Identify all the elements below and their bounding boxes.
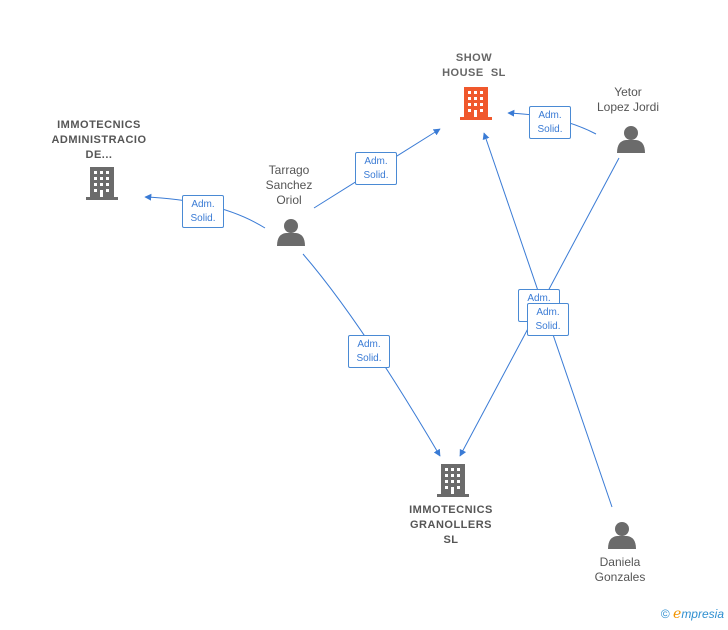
edge-label-line: Adm. [357,339,381,350]
node-label-line: ADMINISTRACIO [51,134,147,146]
edge-label-line: Adm. [536,307,560,318]
person-icon[interactable] [617,126,645,153]
node-label-immotecnics-granollers[interactable]: IMMOTECNICS GRANOLLERS SL [398,503,504,548]
node-label-line: Lopez Jordi [596,100,660,114]
node-label-tarrago[interactable]: Tarrago Sanchez Oriol [249,163,329,208]
node-label-line: Gonzales [594,570,646,584]
brand-footer[interactable]: © empresia [661,606,724,622]
copyright-icon: © [660,607,670,621]
person-icon[interactable] [277,219,305,246]
node-label-line: HOUSE SL [442,67,506,79]
brand-logo-letter: e [673,606,682,622]
building-icon[interactable] [86,167,118,200]
edge-label-line: Solid. [363,170,389,181]
node-label-line: Daniela [599,555,641,569]
edge-label-daniela-show-house[interactable]: Adm. Solid. [527,303,569,336]
node-label-yetor[interactable]: Yetor Lopez Jordi [583,85,673,115]
brand-logo-text: mpresia [681,607,724,621]
node-label-line: DE... [85,149,113,161]
edge-label-yetor-show-house[interactable]: Adm. Solid. [529,106,571,139]
node-label-immotecnics-admin[interactable]: IMMOTECNICS ADMINISTRACIO DE... [44,118,154,163]
edge-label-tarrago-show-house[interactable]: Adm. Solid. [355,152,397,185]
node-label-line: SHOW [455,52,493,64]
node-label-show-house[interactable]: SHOW HOUSE SL [424,51,524,81]
node-label-line: Sanchez [265,178,313,192]
edge-label-tarrago-immotecnics-admin[interactable]: Adm. Solid. [182,195,224,228]
node-label-line: IMMOTECNICS [57,119,141,131]
edge-label-line: Solid. [356,353,382,364]
edge-label-line: Adm. [527,293,551,304]
edge-label-line: Solid. [190,213,216,224]
node-label-line: GRANOLLERS [410,519,492,531]
edge-label-line: Adm. [191,199,215,210]
building-icon[interactable] [437,464,469,497]
node-label-line: Oriol [276,193,302,207]
node-label-line: SL [443,534,459,546]
edge-label-line: Solid. [537,124,563,135]
person-icon[interactable] [608,522,636,549]
node-label-daniela[interactable]: Daniela Gonzales [580,555,660,585]
node-label-line: IMMOTECNICS [409,504,493,516]
node-label-line: Tarrago [268,163,310,177]
edge-label-line: Adm. [364,156,388,167]
edge-label-tarrago-immotecnics-granollers[interactable]: Adm. Solid. [348,335,390,368]
building-icon[interactable] [460,87,492,120]
node-label-line: Yetor [614,85,642,99]
edge-label-line: Solid. [535,321,561,332]
edge-label-line: Adm. [538,110,562,121]
